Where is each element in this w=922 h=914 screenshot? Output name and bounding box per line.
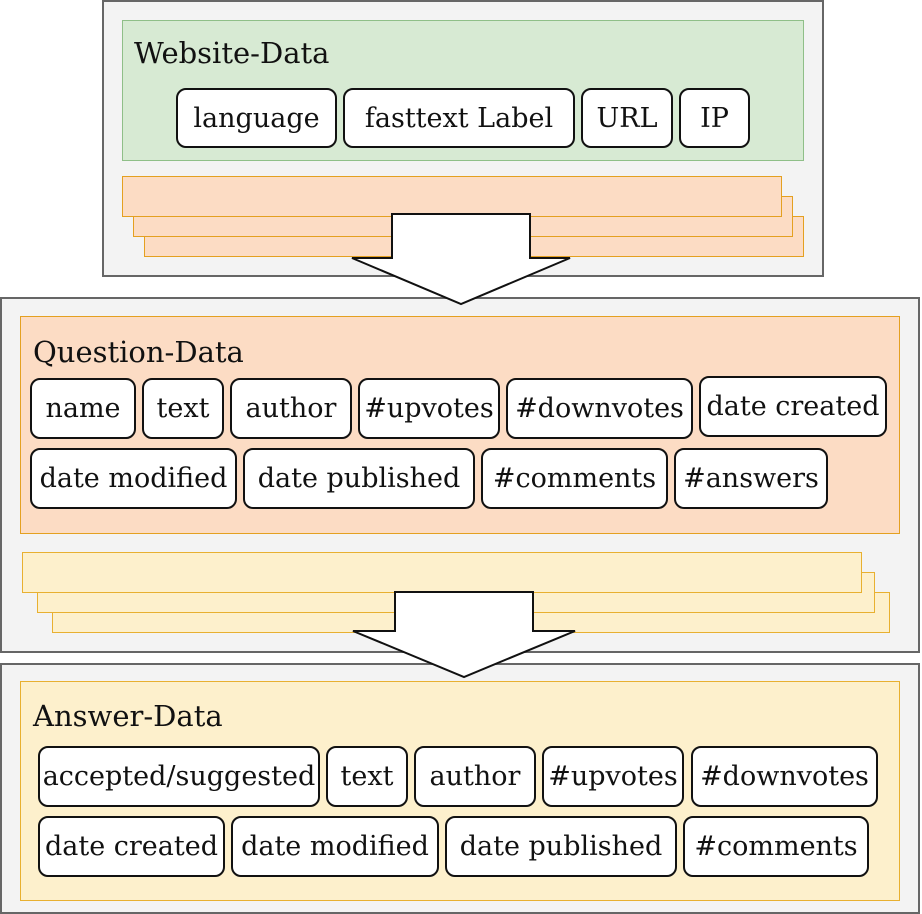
field-comments: #comments (683, 816, 869, 877)
field-date-modified: date modified (231, 816, 439, 877)
field-accepted-suggested: accepted/suggested (38, 746, 320, 807)
field-upvotes: #upvotes (358, 378, 500, 439)
field-date-created: date created (38, 816, 225, 877)
field-downvotes: #downvotes (506, 378, 693, 439)
field-downvotes: #downvotes (691, 746, 878, 807)
field-text: text (142, 378, 224, 439)
field-url: URL (581, 88, 673, 148)
field-date-published: date published (243, 448, 475, 509)
field-upvotes: #upvotes (542, 746, 684, 807)
answer-data-title: Answer-Data (33, 699, 223, 733)
website-to-question-arrow (351, 213, 571, 306)
field-author: author (230, 378, 352, 439)
field-date-created: date created (699, 376, 887, 437)
field-date-modified: date modified (30, 448, 237, 509)
field-language: language (176, 88, 337, 148)
field-name: name (30, 378, 136, 439)
field-fasttext-label: fasttext Label (343, 88, 575, 148)
field-answers: #answers (674, 448, 828, 509)
field-ip: IP (679, 88, 750, 148)
field-author: author (414, 746, 536, 807)
field-date-published: date published (445, 816, 677, 877)
field-text: text (326, 746, 408, 807)
field-comments: #comments (481, 448, 668, 509)
question-data-title: Question-Data (33, 335, 244, 369)
website-data-title: Website-Data (134, 36, 330, 70)
question-to-answer-arrow (352, 591, 576, 679)
